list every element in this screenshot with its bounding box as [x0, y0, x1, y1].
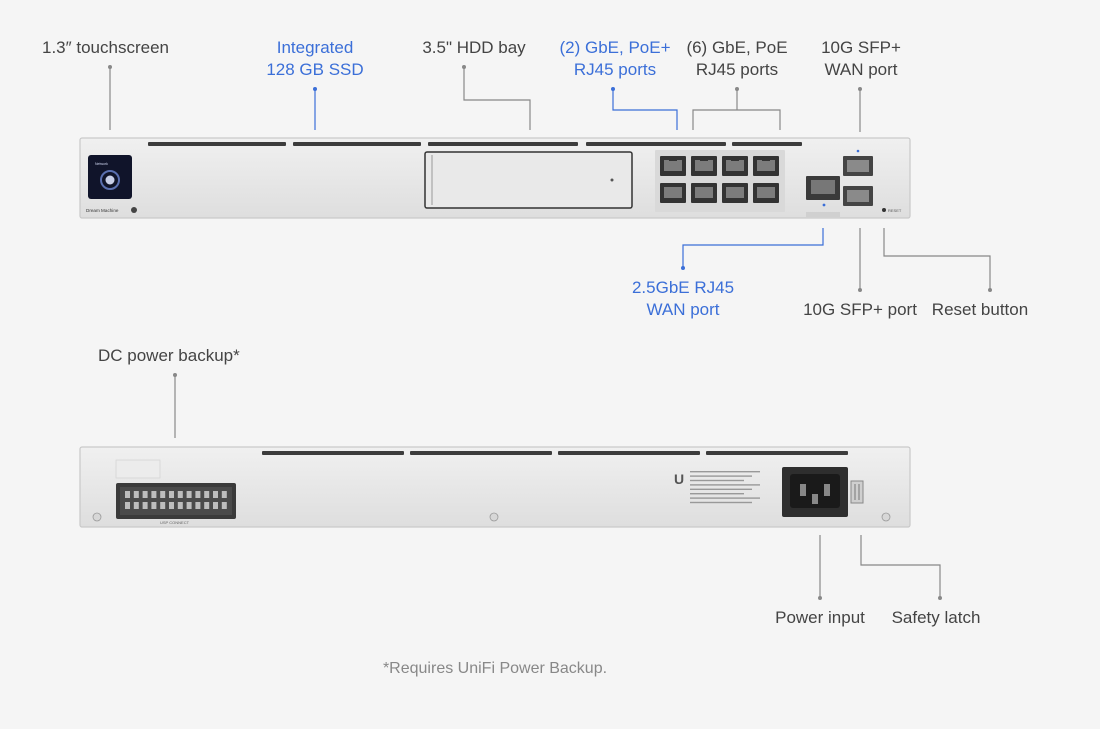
rj45-port — [691, 156, 717, 176]
regulatory-text-line — [690, 484, 760, 486]
leader-lines-back — [173, 373, 942, 600]
label-integrated-ssd: Integrated 128 GB SSD — [255, 37, 375, 81]
leader-lines-front — [108, 65, 992, 292]
dc-pin — [169, 491, 174, 498]
rj45-port — [753, 156, 779, 176]
screw — [92, 512, 102, 522]
dc-pin — [221, 491, 227, 498]
rj45-port — [753, 183, 779, 203]
regulatory-text-line — [690, 479, 744, 482]
label-poeplus-line2: RJ45 ports — [573, 60, 657, 79]
regulatory-label: U — [674, 471, 760, 504]
dc-pin — [133, 491, 139, 498]
label-reset-button: Reset button — [931, 300, 1029, 319]
label-sfp-port: 10G SFP+ port — [803, 300, 917, 319]
dc-pin — [142, 491, 148, 498]
dc-pin — [125, 502, 130, 509]
regulatory-text-line — [690, 475, 752, 477]
dc-pin — [186, 491, 192, 498]
sfp-cages — [843, 149, 873, 206]
usp-connect-text: USP CONNECT — [160, 520, 190, 525]
dc-pin — [177, 491, 183, 498]
label-wan-25gbe: 2.5GbE RJ45 WAN port — [623, 277, 743, 321]
model-name: Dream Machine — [86, 208, 119, 213]
dc-pin — [195, 502, 201, 509]
label-poe-line1: (6) GbE, PoE — [686, 38, 788, 57]
label-gbe-poe-plus: (2) GbE, PoE+ RJ45 ports — [553, 37, 677, 81]
rj45-port — [691, 183, 717, 203]
front-panel: Network Dream Machine — [79, 137, 911, 219]
label-dc-power-backup: DC power backup* — [98, 346, 240, 365]
reset-button: RESET — [882, 208, 902, 213]
regulatory-text-line — [690, 501, 752, 504]
label-safety-latch: Safety latch — [891, 608, 981, 627]
dc-pin — [133, 502, 139, 509]
screw — [881, 512, 891, 522]
reset-text: RESET — [888, 208, 902, 213]
dc-pin — [160, 491, 166, 498]
screw — [489, 512, 499, 522]
regulatory-text-line — [690, 493, 744, 495]
rj45-port-grid — [655, 150, 785, 212]
label-ssd-line2: 128 GB SSD — [266, 60, 364, 79]
dc-pin — [177, 502, 183, 509]
touchscreen: Network Dream Machine — [86, 155, 137, 213]
rj45-port — [660, 156, 686, 176]
label-gbe-poe: (6) GbE, PoE RJ45 ports — [680, 37, 794, 81]
dc-pin — [151, 502, 157, 509]
label-sfpwan-line2: WAN port — [824, 60, 898, 79]
rj45-port — [722, 183, 748, 203]
dc-power-connector: USP CONNECT — [116, 483, 236, 525]
regulatory-text-line — [690, 488, 752, 490]
footnote: *Requires UniFi Power Backup. — [382, 660, 608, 677]
back-panel: USP CONNECT U — [79, 446, 911, 528]
label-hdd-bay: 3.5" HDD bay — [422, 38, 526, 57]
dc-pin — [213, 502, 218, 509]
brand-glyph: U — [674, 471, 684, 487]
label-poeplus-line1: (2) GbE, PoE+ — [559, 38, 671, 57]
label-touchscreen: 1.3″ touchscreen — [42, 38, 169, 57]
dc-pin — [186, 502, 192, 509]
dc-pin — [142, 502, 148, 509]
dc-pin — [125, 491, 130, 498]
power-input — [782, 467, 848, 517]
label-ssd-line1: Integrated — [276, 38, 354, 57]
regulatory-text-line — [690, 471, 760, 473]
rj45-port — [722, 156, 748, 176]
label-poe-line2: RJ45 ports — [695, 60, 779, 79]
safety-latch — [850, 480, 864, 504]
wan-25-port — [806, 176, 840, 217]
rj45-port — [660, 183, 686, 203]
dc-pin — [169, 502, 174, 509]
dc-pin — [213, 491, 218, 498]
hdd-bay — [424, 151, 633, 209]
label-sfpwan-line1: 10G SFP+ — [821, 38, 901, 57]
label-wan25-line2: WAN port — [646, 300, 720, 319]
regulatory-text-line — [690, 497, 760, 499]
label-power-input: Power input — [775, 608, 865, 627]
label-sfp-wan: 10G SFP+ WAN port — [808, 37, 914, 81]
screen-text: Network — [95, 162, 108, 166]
dc-pin — [204, 502, 210, 509]
dc-pin — [160, 502, 166, 509]
label-wan25-line1: 2.5GbE RJ45 — [631, 278, 735, 297]
dc-pin — [221, 502, 227, 509]
dc-pin — [204, 491, 210, 498]
dc-pin — [195, 491, 201, 498]
dc-pin — [151, 491, 157, 498]
